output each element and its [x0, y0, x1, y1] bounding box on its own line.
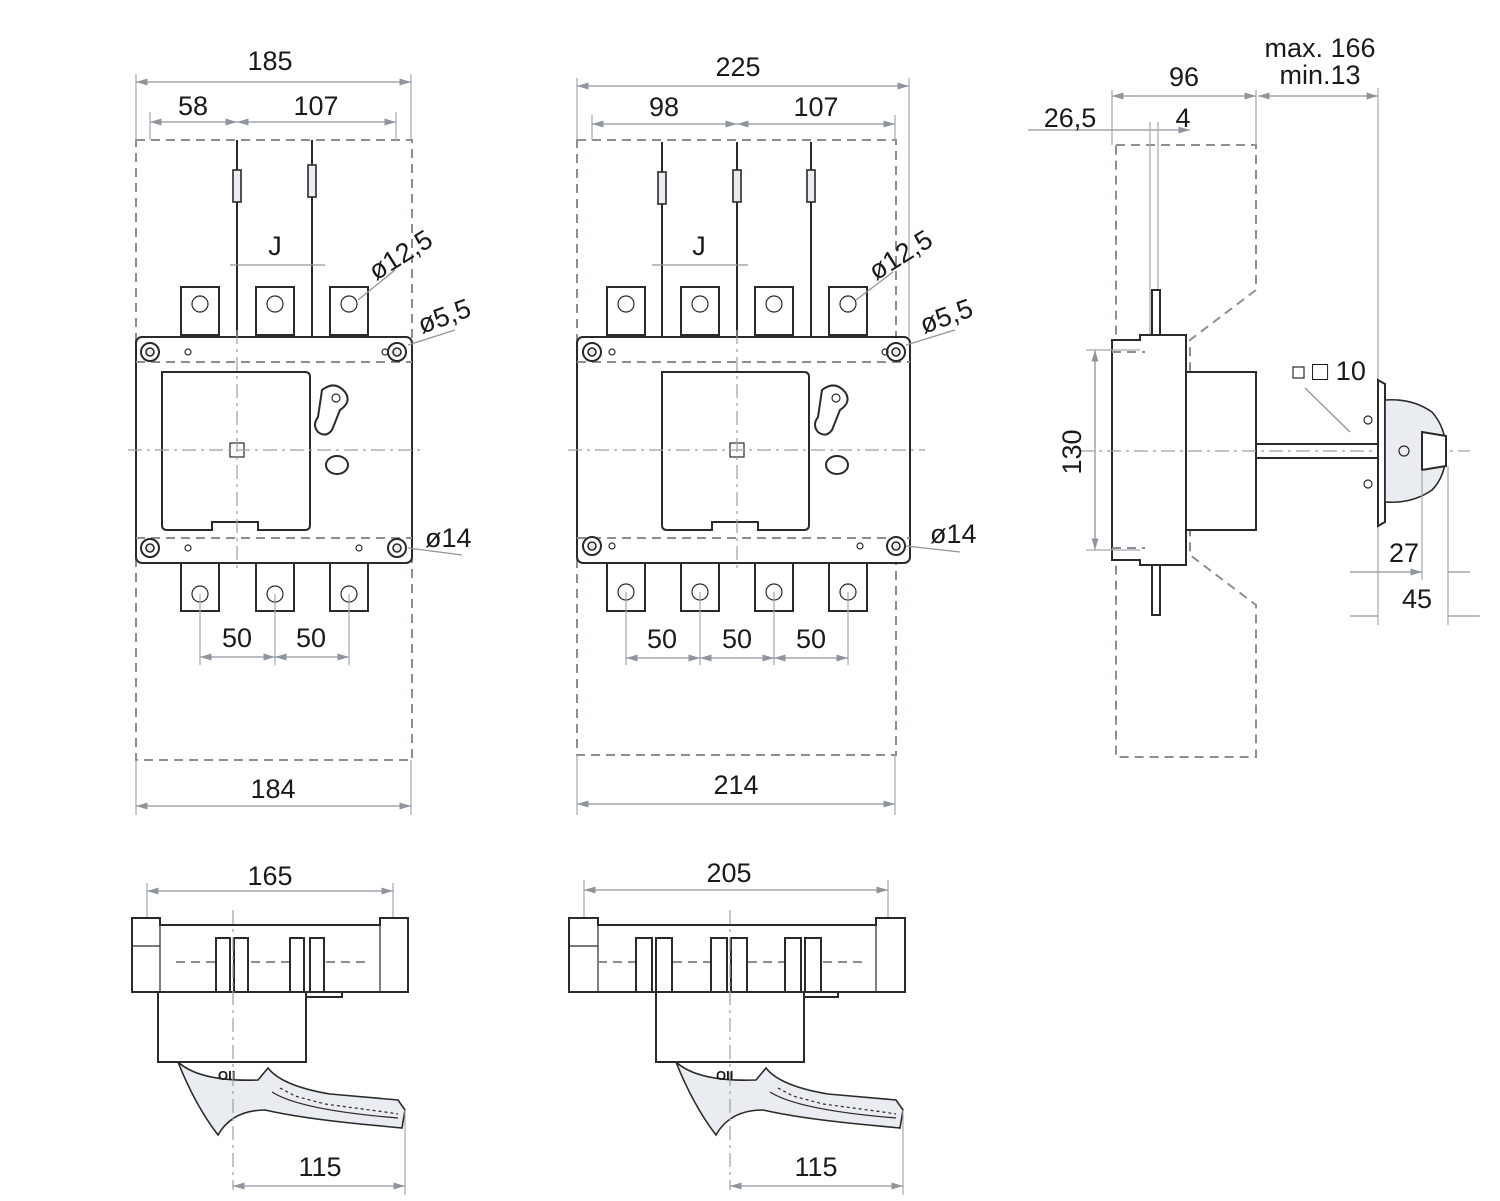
front-label-plate: [161, 371, 311, 531]
dim-width-bottom: 184: [250, 774, 295, 804]
dim-hole-large: ø12,5: [863, 224, 937, 286]
dim-hole-large: ø12,5: [363, 224, 437, 286]
mechanism-housing: [157, 991, 307, 1063]
front-label-plate: [661, 371, 810, 531]
dim-pole-spacing: 107: [293, 91, 338, 121]
rotary-handle: [675, 1061, 904, 1137]
bottom-terminals: [606, 562, 868, 612]
dim-handle-reach: 115: [298, 1152, 341, 1182]
dim-offset-left: 58: [178, 91, 208, 121]
dim-max-depth: max. 166: [1264, 33, 1375, 63]
dim-terminal-pitch-1: 50: [647, 624, 677, 654]
top-terminals: [180, 286, 369, 336]
dim-terminal-pitch-3: 50: [796, 624, 826, 654]
dim-height: 130: [1057, 429, 1087, 474]
dim-offset-left: 98: [649, 92, 679, 122]
dim-width-bottom: 214: [713, 770, 758, 800]
square-symbol-icon: [1292, 366, 1305, 379]
top-terminals: [606, 286, 868, 336]
dim-terminal-pitch-2: 50: [722, 624, 752, 654]
dim-shaft-square: □ 10: [1312, 356, 1366, 386]
dim-width: 165: [247, 861, 292, 891]
dim-handle-b: 45: [1402, 584, 1432, 614]
dim-depth: 96: [1169, 62, 1199, 92]
front-view-3pole: 185 58 107 J: [128, 46, 475, 815]
dim-hole-small: ø5,5: [414, 293, 475, 340]
aux-label: J: [692, 231, 706, 261]
dim-width-top: 185: [247, 46, 292, 76]
dim-handle-a: 27: [1389, 538, 1419, 568]
dim-width-top: 225: [715, 52, 760, 82]
switch-marking: OII: [218, 1068, 235, 1083]
dim-terminal-pitch-1: 50: [222, 623, 252, 653]
dim-min-depth: min.13: [1279, 60, 1360, 90]
dim-offset-a: 26,5: [1044, 103, 1097, 133]
switch-body-side: [1111, 334, 1187, 566]
dim-hole-mount: ø14: [930, 519, 977, 549]
rotary-handle: [177, 1061, 406, 1137]
dim-handle-reach: 115: [794, 1152, 837, 1182]
bottom-view-4pole: 205 OII 115: [568, 858, 906, 1195]
front-view-4pole: 225 98 107 J: [568, 52, 977, 815]
mounting-holes: [582, 342, 906, 556]
dim-width: 205: [706, 858, 751, 888]
bottom-terminals: [180, 562, 369, 612]
dim-offset-b: 4: [1175, 103, 1190, 133]
switch-body-top: [131, 917, 409, 993]
side-view: 96 max. 166 min.13 26,5 4 130 □ 10: [1028, 33, 1480, 758]
aux-label: J: [268, 231, 282, 261]
dim-pole-spacing: 107: [793, 92, 838, 122]
auxiliary-rods: [657, 142, 816, 340]
mounting-holes: [140, 342, 407, 558]
door-cutout-outline: [1115, 144, 1257, 758]
bottom-view-3pole: 165 OII 115: [131, 861, 409, 1195]
switch-marking: OII: [716, 1068, 733, 1083]
dim-terminal-pitch-2: 50: [296, 623, 326, 653]
auxiliary-rods: [232, 140, 317, 340]
dim-hole-mount: ø14: [425, 523, 472, 553]
